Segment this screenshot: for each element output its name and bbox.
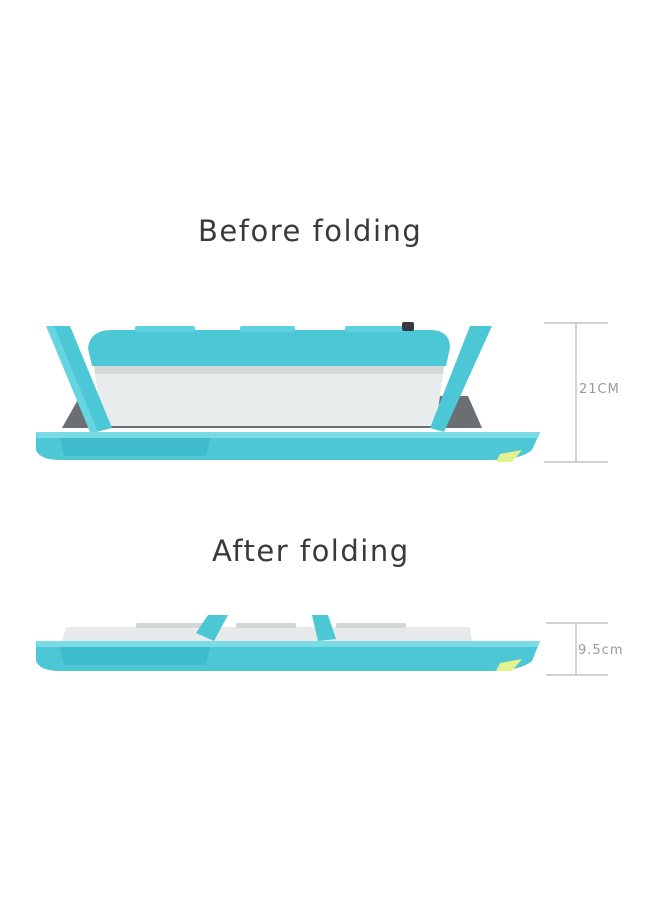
folded-basin [62,627,472,641]
tray-accent [496,450,522,462]
height-label-before: 21CM [579,382,620,397]
right-leg [430,326,492,432]
after-folding-heading: After folding [212,534,410,568]
rim-clip-3 [345,326,405,332]
folded-right-leg [312,615,336,641]
height-label-after: 9.5cm [578,643,624,658]
tub-rim [88,330,450,366]
before-folding-heading: Before folding [198,214,423,248]
folded-left-leg [196,615,228,641]
drain-plug [402,322,414,331]
rim-clip-2 [240,326,295,332]
foldable-basin [94,366,444,426]
folded-bathtub-image [36,615,540,671]
rim-clip-1 [135,326,195,332]
height-dimension-after [546,622,608,676]
tray-recess [60,438,210,456]
unfolded-bathtub-image [36,322,540,462]
height-dimension-before [544,322,608,463]
